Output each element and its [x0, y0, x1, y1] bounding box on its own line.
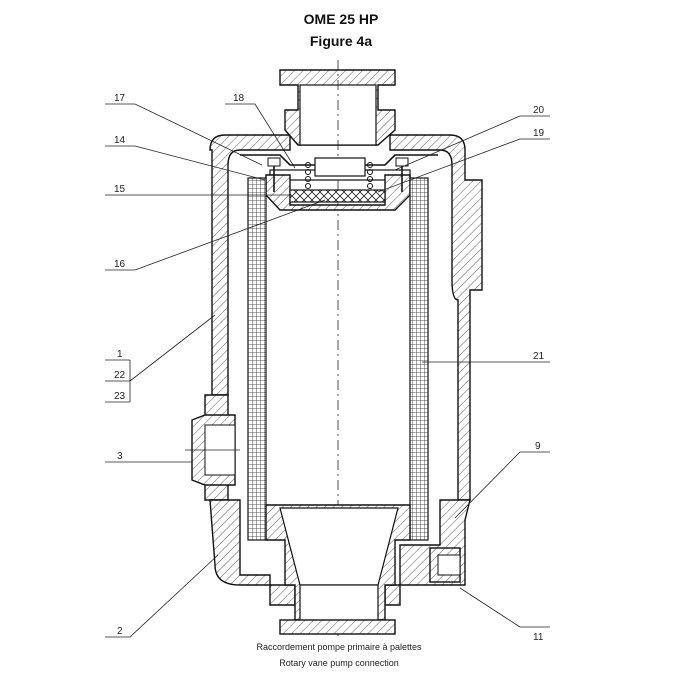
- label-9: 9: [535, 441, 541, 452]
- label-23: 23: [114, 391, 126, 402]
- drain-plug: [185, 414, 240, 486]
- label-15: 15: [114, 184, 126, 195]
- label-17: 17: [114, 93, 126, 104]
- label-22: 22: [114, 370, 126, 381]
- caption-english: Rotary vane pump connection: [279, 658, 399, 668]
- figure-title: OME 25 HP: [304, 11, 379, 27]
- label-21: 21: [533, 351, 545, 362]
- leader-lines: [105, 103, 550, 638]
- filter-mesh-left: [247, 177, 267, 541]
- label-1: 1: [117, 349, 123, 360]
- label-3: 3: [117, 451, 123, 462]
- label-18: 18: [233, 93, 245, 104]
- label-14: 14: [114, 135, 126, 146]
- label-2: 2: [117, 626, 123, 637]
- figure-subtitle: Figure 4a: [310, 33, 372, 49]
- side-fitting: [429, 547, 461, 583]
- filter-cover: [240, 154, 438, 211]
- caption-french: Raccordement pompe primaire à palettes: [256, 642, 422, 652]
- outlet-cone: [265, 504, 411, 635]
- inlet-flange: [279, 60, 396, 640]
- label-20: 20: [533, 105, 545, 116]
- label-19: 19: [533, 128, 545, 139]
- label-16: 16: [114, 259, 126, 270]
- label-11: 11: [533, 632, 544, 643]
- filter-mesh-right: [409, 177, 429, 541]
